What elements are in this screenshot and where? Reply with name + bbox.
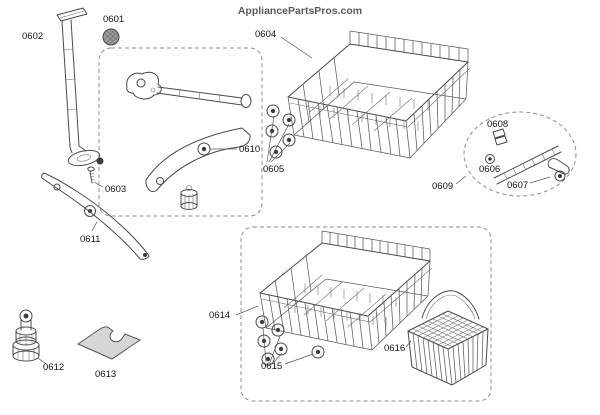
part-0609-adjuster-rail: [493, 145, 562, 185]
part-label-0603: 0603: [105, 184, 126, 195]
part-label-0614: 0614: [209, 310, 230, 321]
part-label-0611: 0611: [80, 234, 100, 245]
part-label-0616: 0616: [384, 343, 405, 354]
part-0616-silverware-basket: [407, 290, 489, 386]
part-0602-water-supply-tube: [56, 7, 104, 167]
rack-adjuster-group-outline: [463, 111, 577, 197]
part-0608-adjuster-clip: [492, 128, 508, 146]
part-label-0604: 0604: [255, 29, 276, 40]
part-label-0609: 0609: [432, 181, 453, 192]
part-0604-upper-rack: [287, 30, 471, 159]
part-label-0615: 0615: [261, 361, 282, 372]
part-0606-adjuster-roller: [485, 154, 495, 164]
part-label-0608: 0608: [487, 119, 508, 130]
watermark: AppliancePartsPros.com: [238, 5, 362, 17]
part-0614-lower-rack: [259, 230, 433, 351]
part-label-0605: 0605: [263, 164, 284, 175]
lower-rack-group-outline: [240, 226, 492, 402]
part-label-0606: 0606: [479, 164, 500, 175]
part-0601-cap: [102, 28, 120, 46]
part-label-0610: 0610: [239, 144, 260, 155]
part-label-0613: 0613: [95, 369, 116, 380]
part-0607-adjuster-bracket: [547, 158, 570, 182]
part-0612-filter-cap: [12, 309, 40, 362]
leader-lines: [37, 36, 551, 365]
part-label-0612: 0612: [43, 362, 64, 373]
part-0615-rack-wheels-lower: [255, 315, 325, 366]
part-0603-screw: [87, 166, 96, 184]
part-label-0602: 0602: [22, 31, 43, 42]
part-0610-spray-arm-assembly: [126, 71, 252, 210]
part-label-0607: 0607: [507, 180, 528, 191]
part-0605-rack-wheels: [265, 104, 296, 159]
part-label-0601: 0601: [103, 14, 124, 25]
part-0613-cover-plate: [76, 326, 142, 360]
part-0611-lower-spray-arm: [41, 172, 150, 260]
